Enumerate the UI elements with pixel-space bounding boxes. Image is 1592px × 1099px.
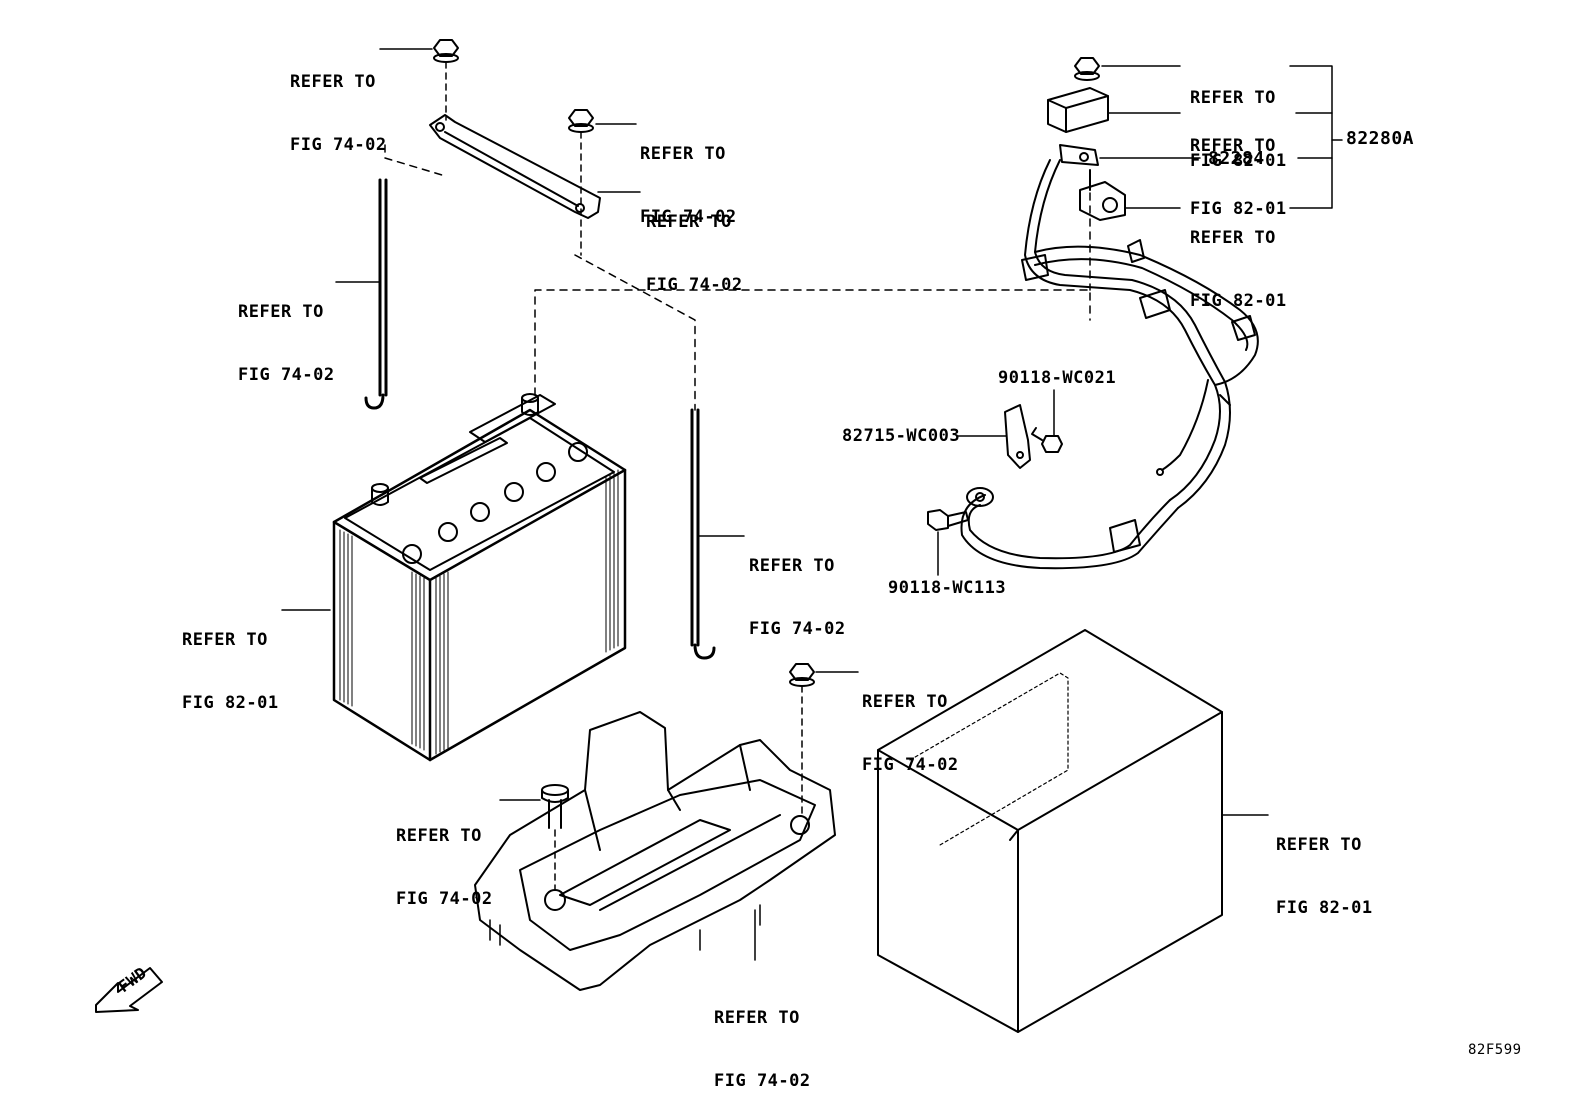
- part-number-bolt-lower: 90118-WC113: [888, 578, 1007, 598]
- battery-clamp-icon: [429, 114, 641, 219]
- label-line: REFER TO: [714, 1008, 800, 1028]
- part-number-cable-assy: 82280A: [1346, 128, 1415, 149]
- figure-code: 82F599: [1468, 1042, 1522, 1058]
- label-line: FIG 74-02: [714, 1071, 811, 1091]
- label-line: FIG 74-02: [396, 889, 493, 909]
- refer-label-tray-bolt: REFER TO FIG 74-02: [396, 784, 493, 931]
- tray-nut-icon: [789, 663, 859, 819]
- label-line: REFER TO: [862, 692, 948, 712]
- refer-label-terminal-clamp: REFER TO FIG 82-01: [1190, 94, 1287, 241]
- label-line: REFER TO: [1190, 88, 1276, 108]
- label-line: FIG 74-02: [749, 619, 846, 639]
- label-line: FIG 74-02: [238, 365, 335, 385]
- hold-down-rod-right-icon: [690, 408, 745, 660]
- label-line: REFER TO: [1276, 835, 1362, 855]
- hold-down-nut-top-icon: [379, 39, 459, 121]
- bolt-lower-icon: [927, 509, 969, 576]
- refer-label-terminal-nut: REFER TO FIG 82-01: [1190, 46, 1287, 193]
- refer-label-mid-nut: REFER TO FIG 74-02: [640, 102, 737, 249]
- label-line: REFER TO: [640, 144, 726, 164]
- bolt-upper-icon: [1031, 389, 1063, 453]
- refer-label-tray-nut: REFER TO FIG 74-02: [862, 650, 959, 797]
- label-line: REFER TO: [646, 212, 732, 232]
- label-line: FIG 74-02: [646, 275, 743, 295]
- label-line: FIG 74-02: [640, 207, 737, 227]
- refer-label-top-nut: REFER TO FIG 74-02: [290, 30, 387, 177]
- label-line: FIG 74-02: [862, 755, 959, 775]
- battery-insulator-icon: [877, 629, 1269, 1033]
- label-line: REFER TO: [749, 556, 835, 576]
- label-line: REFER TO: [182, 630, 268, 650]
- label-line: FIG 82-01: [1190, 199, 1287, 219]
- label-line: FIG 82-01: [1190, 291, 1287, 311]
- label-line: FIG 82-01: [1276, 898, 1373, 918]
- refer-label-tray: REFER TO FIG 74-02: [714, 966, 811, 1099]
- refer-label-terminal-bolt: REFER TO FIG 82-01: [1190, 186, 1287, 333]
- part-number-bracket: 82715-WC003: [842, 426, 961, 446]
- refer-label-clamp: REFER TO FIG 74-02: [646, 170, 743, 317]
- refer-label-insulator: REFER TO FIG 82-01: [1276, 793, 1373, 940]
- cable-bracket-icon: [957, 404, 1031, 469]
- tray-bolt-icon: [499, 784, 569, 891]
- label-line: FIG 74-02: [290, 135, 387, 155]
- label-line: REFER TO: [290, 72, 376, 92]
- label-line: REFER TO: [1190, 136, 1276, 156]
- label-line: REFER TO: [396, 826, 482, 846]
- refer-label-right-rod: REFER TO FIG 74-02: [749, 514, 846, 661]
- label-line: REFER TO: [238, 302, 324, 322]
- hold-down-nut-mid-icon: [568, 109, 637, 256]
- battery-tray-icon: [474, 711, 836, 991]
- fwd-arrow-icon: [95, 967, 163, 1013]
- label-line: FIG 82-01: [1190, 151, 1287, 171]
- part-number-terminal: 82284: [1208, 148, 1265, 169]
- hold-down-rod-left-icon: [335, 178, 388, 410]
- refer-label-left-rod: REFER TO FIG 74-02: [238, 260, 335, 407]
- assembly-guide-lines: [384, 144, 1091, 411]
- part-number-bolt-upper: 90118-WC021: [998, 368, 1117, 388]
- battery-cable-assembly-icon: [960, 57, 1343, 570]
- battery-icon: [281, 393, 627, 762]
- refer-label-battery: REFER TO FIG 82-01: [182, 588, 279, 735]
- label-line: REFER TO: [1190, 228, 1276, 248]
- label-line: FIG 82-01: [182, 693, 279, 713]
